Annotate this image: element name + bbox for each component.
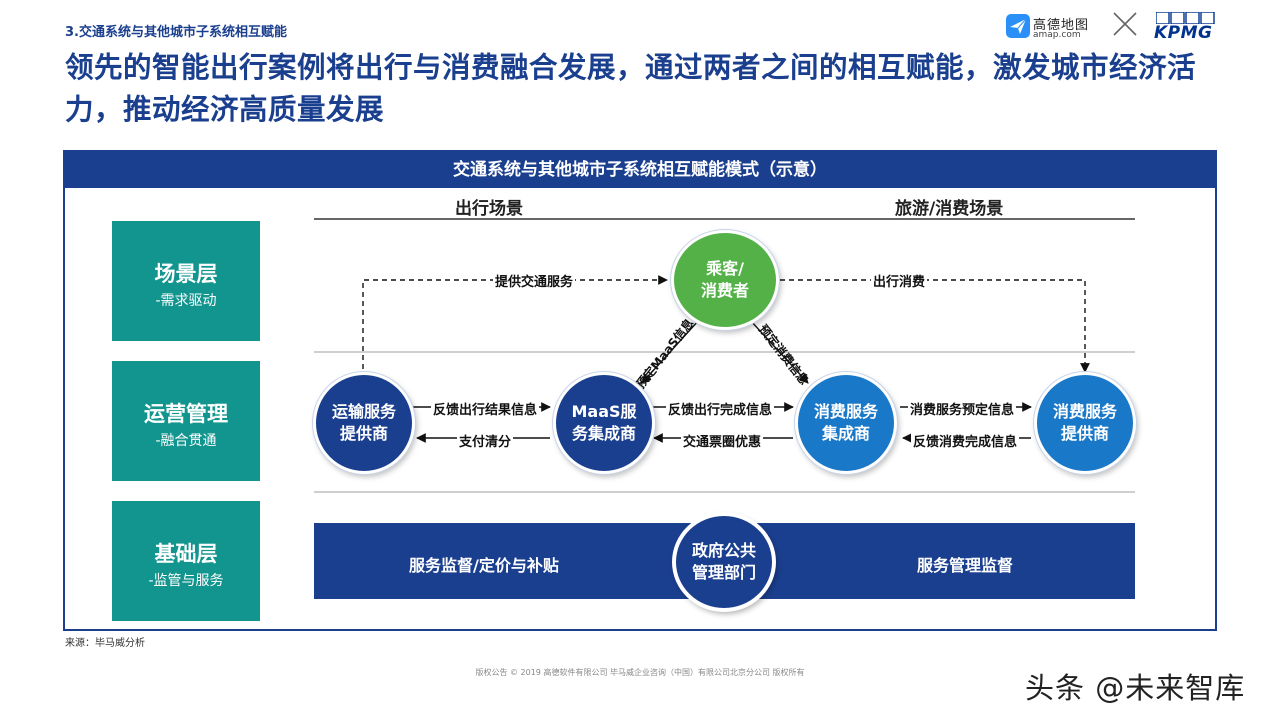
label-consumption-booking: 消费服务预定信息 [908,399,1017,418]
node-line: 消费服务 [1052,402,1117,421]
headline: 领先的智能出行案例将出行与消费融合发展，通过两者之间的相互赋能，激发城市经济活力… [65,51,1197,126]
section-label: 3.交通系统与其他城市子系统相互赋能 [65,25,287,40]
node-line: 管理部门 [691,563,756,582]
node-line: 消费服务 [813,402,878,421]
amap-logo-cn: 高德地图 [1033,18,1090,33]
gov-bar-left-text: 服务监督/定价与补贴 [409,556,559,575]
node-line: 消费者 [700,281,749,300]
arrow-travel-consumption [780,279,1090,373]
cross-icon [1113,12,1137,36]
layer-operations: 运营管理 -融合贯通 [112,361,260,481]
node-line: 集成商 [821,424,870,443]
arrow-provide-transport [362,275,668,378]
node-line: 运输服务 [331,402,396,421]
layer-subtitle: -融合贯通 [155,433,217,449]
gov-bar-right-text: 服务管理监督 [917,556,1014,575]
watermark: 头条 @未来智库 [1025,671,1246,705]
node-consumer-provider: 消费服务 提供商 [1034,372,1136,474]
label-payment: 支付清分 [457,431,514,450]
node-line: 提供商 [339,424,388,443]
layer-scene: 场景层 -需求驱动 [112,221,260,341]
node-line: 务集成商 [571,424,636,443]
layer-subtitle: -需求驱动 [155,293,217,309]
node-line: MaaS服 [571,402,637,421]
node-line: 乘客/ [706,259,744,278]
node-maas-integrator: MaaS服 务集成商 [553,372,655,474]
label-trip-result: 反馈出行结果信息 [431,399,540,418]
node-line: 提供商 [1060,424,1109,443]
label-provide-transport: 提供交通服务 [493,271,576,290]
layer-title: 运营管理 [144,402,228,426]
arrow-book-maas [641,319,700,384]
node-transport-provider: 运输服务 提供商 [313,372,415,474]
amap-logo: 高德地图 amap.com [1006,12,1101,44]
node-passenger: 乘客/ 消费者 [671,230,779,330]
layer-title: 场景层 [154,262,218,286]
layer-title: 基础层 [154,542,218,566]
scene-travel-label: 出行场景 [455,199,523,219]
label-consumption-complete: 反馈消费完成信息 [911,431,1020,450]
diagram-title: 交通系统与其他城市子系统相互赋能模式（示意） [63,150,1217,188]
node-line: 政府公共 [691,541,756,560]
copyright-notice: 版权公告 © 2019 高德软件有限公司 毕马威企业咨询（中国）有限公司北京分公… [475,668,805,677]
amap-logo-en: amap.com [1033,30,1081,40]
layer-foundation: 基础层 -监管与服务 [112,501,260,621]
kpmg-logo-text: KPMG [1154,23,1213,43]
arrow-book-consumption [749,319,809,384]
kpmg-logo: KPMG [1152,12,1218,43]
scene-tourism-label: 旅游/消费场景 [895,199,1004,219]
node-government: 政府公共 管理部门 [673,513,775,611]
source-note: 来源：毕马威分析 [65,638,145,649]
label-transit-offer: 交通票圈优惠 [681,431,764,450]
node-consumer-integrator: 消费服务 集成商 [795,372,897,474]
amap-plane-icon [1006,14,1030,38]
label-trip-complete: 反馈出行完成信息 [666,399,775,418]
label-travel-consumption: 出行消费 [871,271,928,290]
kpmg-boxes-icon [1156,12,1215,24]
layer-subtitle: -监管与服务 [148,573,224,589]
